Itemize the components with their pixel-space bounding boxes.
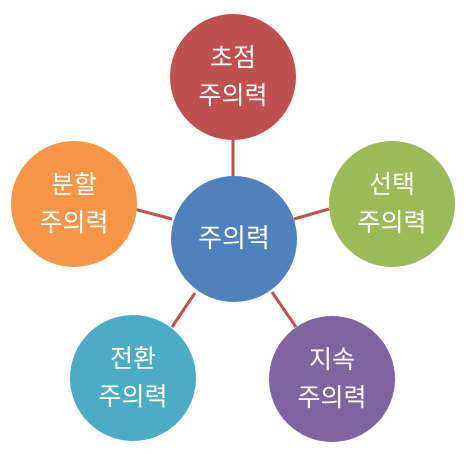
connector-switching [170,292,197,328]
center-attention-node: 주의력 [171,176,297,302]
focus-sublabel: 주의력 [198,81,268,110]
sustained-attention-node: 지속 주의력 [269,316,395,442]
selective-sublabel: 주의력 [357,208,427,237]
switching-label: 전환 [109,344,156,373]
focus-label: 초점 [209,43,256,72]
divided-attention-node: 분할 주의력 [11,141,137,267]
center-label: 주의력 [198,224,270,254]
focus-attention-node: 초점 주의력 [170,14,296,140]
sustained-label: 지속 [308,345,355,374]
switching-attention-node: 전환 주의력 [70,315,196,441]
selective-attention-node: 선택 주의력 [329,141,455,267]
connector-divided [133,207,173,221]
connector-selective [293,207,330,221]
selective-label: 선택 [368,170,415,199]
divided-label: 분할 [50,170,97,199]
connector-sustained [270,291,298,328]
switching-sublabel: 주의력 [98,382,168,411]
divided-sublabel: 주의력 [39,208,109,237]
sustained-sublabel: 주의력 [297,383,367,412]
